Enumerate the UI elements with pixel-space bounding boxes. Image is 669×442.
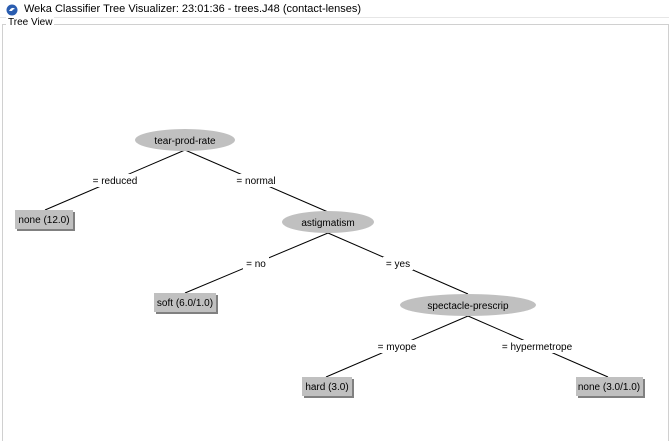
leaf-none-12[interactable]: none (12.0): [15, 210, 75, 231]
svg-text:none (12.0): none (12.0): [18, 215, 69, 226]
svg-text:soft (6.0/1.0): soft (6.0/1.0): [157, 298, 213, 309]
title-bar: Weka Classifier Tree Visualizer: 23:01:3…: [0, 0, 669, 18]
svg-text:spectacle-prescrip: spectacle-prescrip: [427, 301, 509, 312]
svg-text:tear-prod-rate: tear-prod-rate: [154, 136, 216, 147]
svg-text:= no: = no: [246, 259, 266, 270]
svg-text:= yes: = yes: [386, 259, 410, 270]
node-tear-prod-rate[interactable]: tear-prod-rate: [135, 129, 235, 151]
svg-text:= reduced: = reduced: [93, 176, 138, 187]
svg-text:= hypermetrope: = hypermetrope: [502, 342, 573, 353]
edge-label-reduced: = reduced: [91, 174, 139, 187]
svg-text:astigmatism: astigmatism: [301, 218, 354, 229]
leaf-none-3[interactable]: none (3.0/1.0): [576, 377, 645, 398]
window-title: Weka Classifier Tree Visualizer: 23:01:3…: [24, 2, 362, 15]
node-spectacle-prescrip[interactable]: spectacle-prescrip: [400, 294, 536, 316]
svg-text:= myope: = myope: [378, 342, 417, 353]
edge-label-hypermetrope: = hypermetrope: [500, 340, 574, 353]
edge-label-yes: = yes: [383, 257, 413, 270]
weka-bird-icon[interactable]: [6, 3, 18, 15]
node-astigmatism[interactable]: astigmatism: [282, 211, 374, 233]
edge-label-normal: = normal: [234, 174, 278, 187]
tree-view-legend: Tree View: [6, 17, 55, 28]
edge-label-no: = no: [243, 257, 269, 270]
leaf-soft[interactable]: soft (6.0/1.0): [154, 293, 218, 314]
svg-text:= normal: = normal: [236, 176, 275, 187]
svg-text:none (3.0/1.0): none (3.0/1.0): [578, 382, 640, 393]
edge-label-myope: = myope: [375, 340, 419, 353]
leaf-hard[interactable]: hard (3.0): [302, 377, 354, 398]
svg-text:hard (3.0): hard (3.0): [305, 382, 348, 393]
